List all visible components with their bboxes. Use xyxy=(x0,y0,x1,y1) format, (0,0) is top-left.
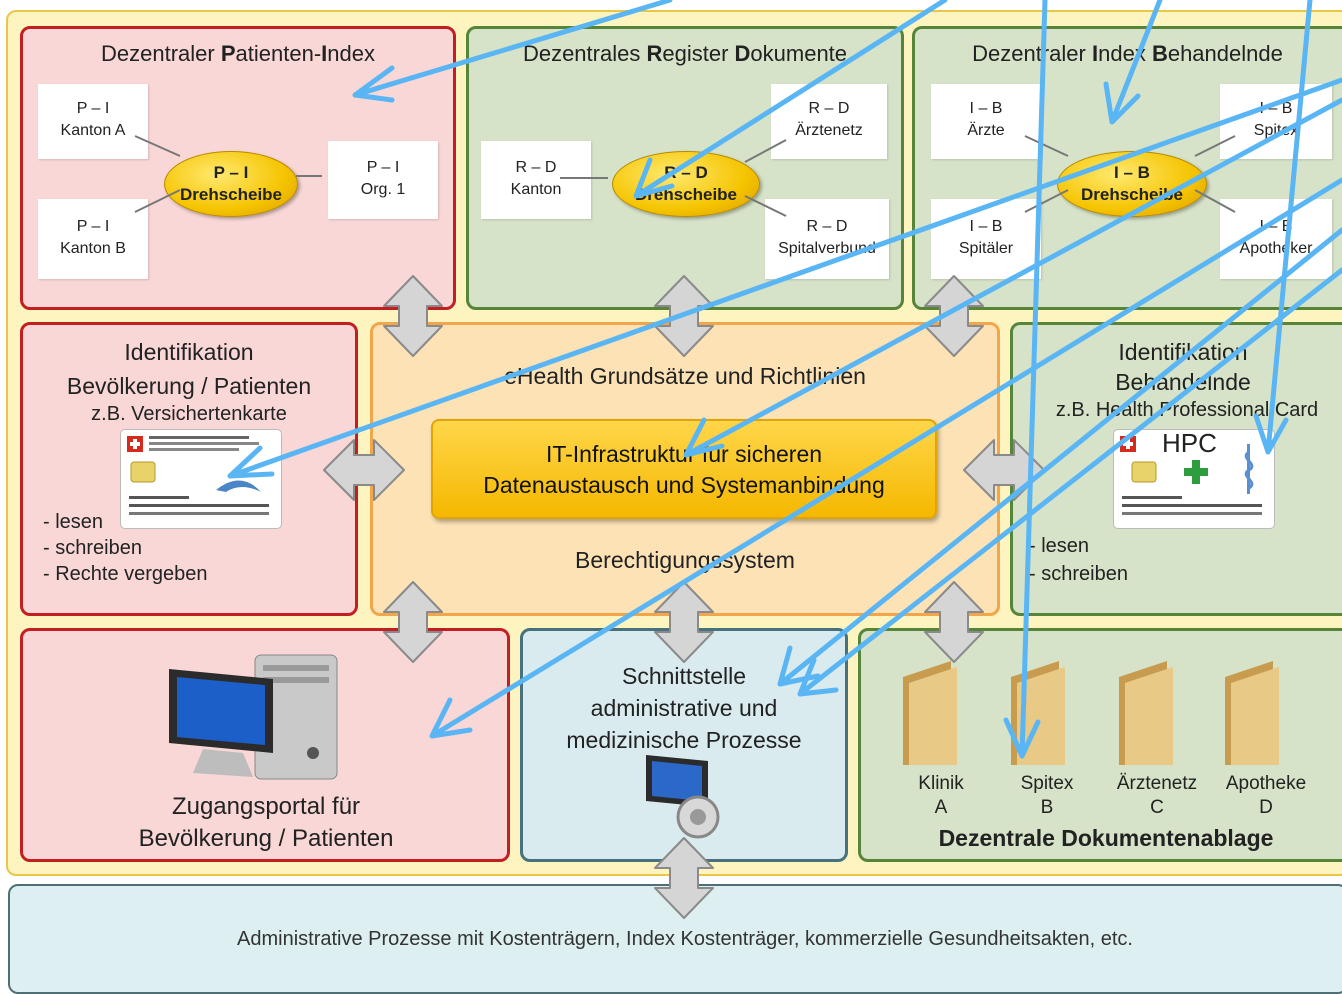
authorization-system-label: Berechtigungssystem xyxy=(575,547,795,573)
ehealth-panel: eHealth Grundsätze und Richtlinien IT-In… xyxy=(370,322,1000,616)
hub-label: Drehscheibe xyxy=(1080,185,1184,204)
id-pop-heading: Identifikation xyxy=(124,339,254,365)
id-pop-list-item: - Rechte vergeben xyxy=(43,563,208,585)
rd-box-label: Spitalverbund xyxy=(778,240,876,257)
ib-spitex-box: I – B Spitex xyxy=(1220,84,1332,159)
id-pop-example: z.B. Versichertenkarte xyxy=(91,403,287,425)
ib-apotheker-box: I – B Apotheker xyxy=(1220,199,1332,279)
pi-box-label: Kanton A xyxy=(60,122,126,139)
folder-name: Apotheke xyxy=(1225,773,1307,794)
admin-processes-text: Administrative Prozesse mit Kostenträger… xyxy=(237,928,1133,950)
portal-label-line1: Zugangsportal für xyxy=(171,793,361,820)
id-pop-subheading: Bevölkerung / Patienten xyxy=(66,373,312,399)
portal-label-line2: Bevölkerung / Patienten xyxy=(138,825,394,852)
ib-hub: I – B Drehscheibe xyxy=(1057,151,1207,217)
pi-box-label: Org. 1 xyxy=(360,181,406,198)
folder-name: Ärztenetz xyxy=(1116,773,1198,794)
register-docs-title: Dezentrales Register Dokumente xyxy=(522,41,848,66)
ib-box-label: Spitäler xyxy=(958,240,1014,257)
id-pop-list-item: - schreiben xyxy=(43,537,142,559)
rd-spitalverbund-box: R – D Spitalverbund xyxy=(765,199,889,279)
ehealth-heading: eHealth Grundsätze und Richtlinien xyxy=(504,363,866,389)
id-treating-panel: Identifikation Behandelnde z.B. Health P… xyxy=(1010,322,1342,616)
id-treat-example: z.B. Health Professional Card xyxy=(1055,399,1319,421)
ib-box-label: I – B xyxy=(969,218,1003,235)
insurance-card-graphic xyxy=(127,436,269,515)
pi-hub: P – I Drehscheibe xyxy=(164,151,298,217)
doc-storage-title: Dezentrale Dokumentenablage xyxy=(938,825,1274,851)
rd-box-label: R – D xyxy=(808,100,850,117)
pi-box-label: P – I xyxy=(76,100,110,117)
id-pop-list-item: - lesen xyxy=(43,511,104,533)
ib-box-label: Spitex xyxy=(1253,122,1299,139)
it-line-2: Datenaustausch und Systemanbindung xyxy=(483,472,885,498)
interface-panel: Schnittstelle administrative und medizin… xyxy=(520,628,848,862)
ib-box-label: Apotheker xyxy=(1239,240,1313,257)
id-treat-subheading: Behandelnde xyxy=(1115,369,1251,395)
rd-box-label: Ärztenetz xyxy=(795,122,863,139)
folder-code: D xyxy=(1259,797,1273,818)
id-treat-list-item: - lesen xyxy=(1029,535,1090,557)
index-treating-title: Dezentraler Index Behandelnde xyxy=(972,41,1283,66)
monitor-gear-icon xyxy=(646,755,720,839)
interface-line2: administrative und xyxy=(590,695,778,721)
patient-index-title: Dezentraler Patienten-Index xyxy=(101,41,375,66)
it-line-1: IT-Infrastruktur für sicheren xyxy=(545,441,823,467)
hpc-card-image: HPC xyxy=(1113,428,1275,529)
folder-icon xyxy=(1225,661,1279,765)
id-treat-heading: Identifikation xyxy=(1118,339,1248,365)
pi-box-label: P – I xyxy=(366,159,400,176)
rd-aerztenetz-box: R – D Ärztenetz xyxy=(771,84,887,159)
ib-box-label: I – B xyxy=(1259,100,1293,117)
id-population-panel: Identifikation Bevölkerung / Patienten z… xyxy=(20,322,358,616)
folder-icon xyxy=(903,661,957,765)
pi-kanton-a-box: P – I Kanton A xyxy=(38,84,148,159)
rd-box-label: R – D xyxy=(806,218,848,235)
ib-box-label: I – B xyxy=(1259,218,1293,235)
folder-icon xyxy=(1119,661,1173,765)
folder-name: Spitex xyxy=(1020,773,1074,794)
rd-box-label: R – D xyxy=(515,159,557,176)
ib-box-label: I – B xyxy=(969,100,1003,117)
folder-code: C xyxy=(1150,797,1164,818)
insurance-card-image xyxy=(120,429,282,529)
admin-processes-band: Administrative Prozesse mit Kostenträger… xyxy=(8,884,1342,994)
ib-aerzte-box: I – B Ärzte xyxy=(931,84,1041,159)
hub-label: I – B xyxy=(1114,163,1150,182)
folder-icon xyxy=(1011,661,1065,765)
pi-kanton-b-box: P – I Kanton B xyxy=(38,199,148,279)
id-treat-list-item: - schreiben xyxy=(1029,563,1128,585)
rd-hub: R – D Drehscheibe xyxy=(612,151,760,217)
patient-index-panel: Dezentraler Patienten-Index P – I Kanton… xyxy=(20,26,456,310)
folder-code: B xyxy=(1040,797,1054,818)
folder-name: Klinik xyxy=(918,773,964,794)
pi-box-label: P – I xyxy=(76,218,110,235)
computer-icon xyxy=(169,654,338,780)
it-infrastructure-box: IT-Infrastruktur für sicheren Datenausta… xyxy=(431,419,937,519)
hub-label: Drehscheibe xyxy=(634,185,738,204)
ib-spitaeler-box: I – B Spitäler xyxy=(931,199,1041,279)
interface-line1: Schnittstelle xyxy=(621,663,746,689)
index-treating-panel: Dezentraler Index Behandelnde I – B Ärzt… xyxy=(912,26,1342,310)
register-docs-panel: Dezentrales Register Dokumente R – D Kan… xyxy=(466,26,904,310)
interface-line3: medizinische Prozesse xyxy=(566,727,802,753)
hpc-label: HPC xyxy=(1162,428,1217,458)
rd-box-label: Kanton xyxy=(510,181,562,198)
access-portal-panel: Zugangsportal für Bevölkerung / Patiente… xyxy=(20,628,510,862)
doc-storage-panel: Klinik A Spitex B Ärztenetz C Apotheke D… xyxy=(858,628,1342,862)
pi-box-label: Kanton B xyxy=(60,240,126,257)
rd-kanton-box: R – D Kanton xyxy=(481,141,591,219)
ib-box-label: Ärzte xyxy=(967,122,1005,139)
hub-label: P – I xyxy=(213,163,249,182)
hub-label: Drehscheibe xyxy=(179,185,283,204)
hub-label: R – D xyxy=(664,163,708,182)
pi-org-1-box: P – I Org. 1 xyxy=(328,141,438,219)
folder-code: A xyxy=(934,797,948,818)
